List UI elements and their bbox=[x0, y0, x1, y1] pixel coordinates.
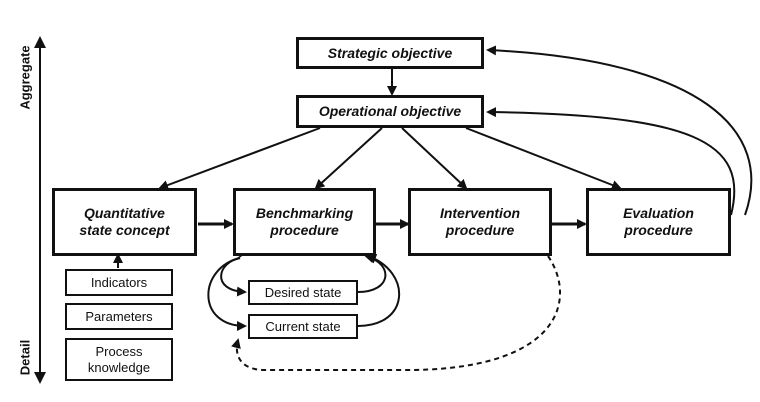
parameters-box: Parameters bbox=[65, 303, 173, 330]
benchmarking-procedure-label: Benchmarking procedure bbox=[255, 205, 354, 238]
arrow-current-to-benchmarking bbox=[357, 254, 401, 327]
evaluation-procedure-label: Evaluation procedure bbox=[623, 205, 694, 238]
axis-label-detail: Detail bbox=[17, 339, 33, 376]
quantitative-state-concept-label: Quantitative state concept bbox=[79, 205, 170, 238]
intervention-procedure-label: Intervention procedure bbox=[439, 205, 521, 238]
arrow-operational-to-evaluation bbox=[465, 127, 622, 190]
operational-objective-label: Operational objective bbox=[318, 103, 462, 119]
indicators-box: Indicators bbox=[65, 269, 173, 296]
strategic-objective-box: Strategic objective bbox=[296, 37, 484, 69]
current-state-box: Current state bbox=[248, 314, 358, 339]
operational-objective-box: Operational objective bbox=[296, 95, 484, 128]
desired-state-label: Desired state bbox=[264, 284, 342, 300]
dashed-intervention-to-current-state bbox=[231, 255, 561, 372]
feedback-evaluation-to-strategic bbox=[486, 45, 753, 216]
arrow-to-desired-state bbox=[220, 257, 247, 297]
arrow-operational-to-intervention bbox=[401, 127, 468, 190]
arrow-operational-to-quantitative bbox=[158, 127, 321, 190]
intervention-procedure-box: Intervention procedure bbox=[408, 188, 552, 256]
axis-label-aggregate: Aggregate bbox=[17, 45, 33, 110]
evaluation-procedure-box: Evaluation procedure bbox=[586, 188, 731, 256]
process-knowledge-label: Process knowledge bbox=[87, 343, 151, 375]
quantitative-state-concept-box: Quantitative state concept bbox=[52, 188, 197, 256]
parameters-label: Parameters bbox=[85, 308, 153, 324]
arrow-desired-to-benchmarking bbox=[357, 253, 387, 293]
strategic-objective-label: Strategic objective bbox=[327, 44, 453, 61]
indicators-label: Indicators bbox=[90, 274, 148, 290]
process-knowledge-box: Process knowledge bbox=[65, 338, 173, 381]
benchmarking-procedure-box: Benchmarking procedure bbox=[233, 188, 376, 256]
current-state-label: Current state bbox=[265, 318, 341, 334]
feedback-evaluation-to-operational bbox=[486, 107, 736, 216]
desired-state-box: Desired state bbox=[248, 280, 358, 305]
vertical-axis bbox=[34, 36, 46, 384]
arrow-operational-to-benchmarking bbox=[314, 127, 383, 190]
arrow-to-current-state bbox=[207, 257, 247, 331]
